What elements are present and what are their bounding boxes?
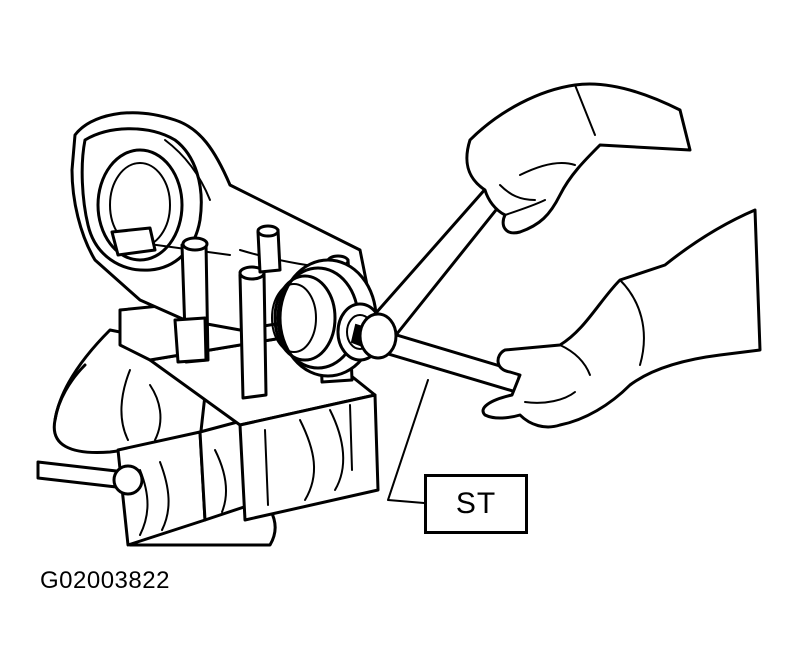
wrench <box>358 176 522 394</box>
hand <box>481 208 762 429</box>
hand <box>465 82 692 235</box>
callout-label: ST <box>455 487 497 520</box>
leader-line <box>387 379 429 504</box>
figure-id: G02003822 <box>40 567 170 594</box>
callout-box: ST <box>424 474 528 534</box>
